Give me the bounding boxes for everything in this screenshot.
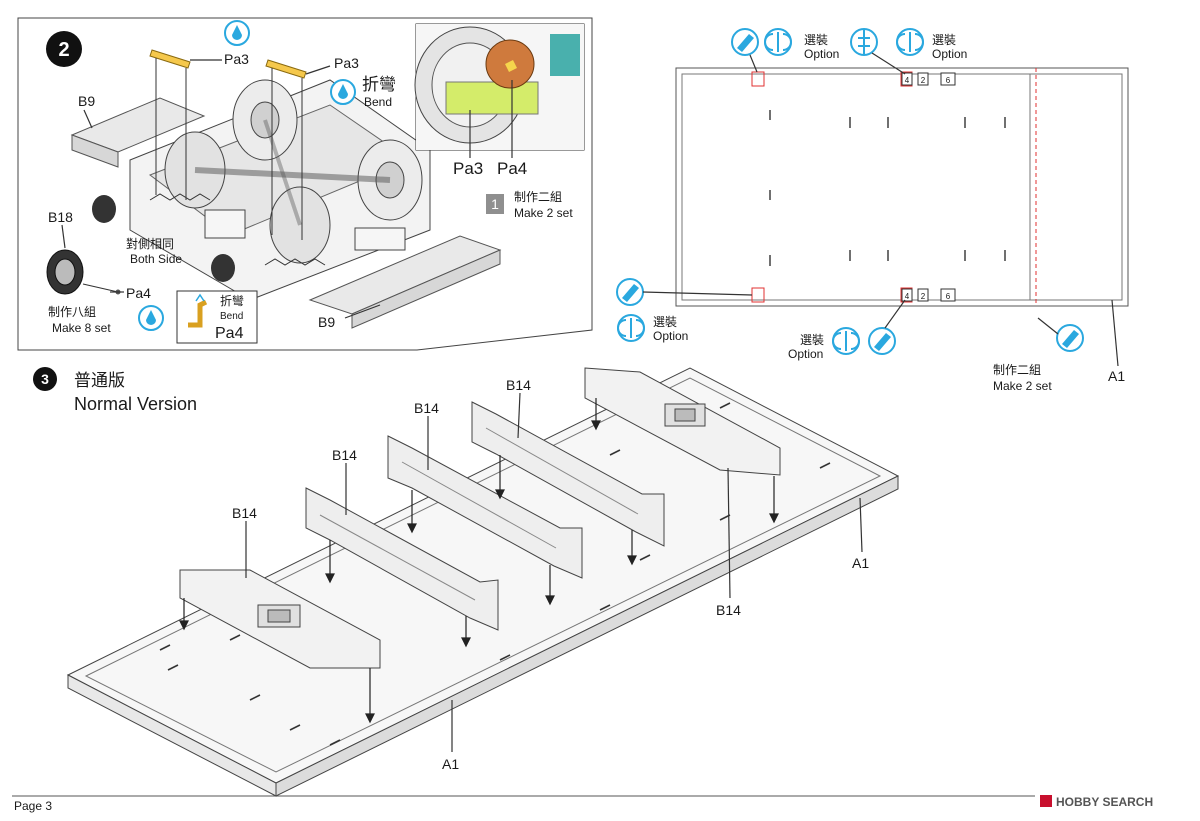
- label-b14-4: B14: [506, 377, 531, 393]
- page-number: Page 3: [14, 799, 52, 813]
- b14-beam-1: [305, 487, 499, 631]
- bogie-assembly: [70, 79, 502, 329]
- label-a1-plan: A1: [1108, 368, 1125, 384]
- label-b14-1: B14: [232, 505, 257, 521]
- option-2-en: Option: [932, 47, 967, 61]
- axle-cap-lower: [211, 254, 235, 282]
- axle-cap-upper: [92, 195, 116, 223]
- label-pa3-left: Pa3: [224, 51, 249, 67]
- svg-text:3: 3: [41, 371, 49, 387]
- label-pa3-detail: Pa3: [453, 159, 483, 178]
- b18-disc: [46, 249, 121, 295]
- label-pa4-side: Pa4: [126, 285, 151, 301]
- bolster-left: [179, 569, 381, 669]
- watermark-logo-icon: [1040, 795, 1052, 807]
- option-1-en: Option: [804, 47, 839, 61]
- svg-text:2: 2: [58, 39, 69, 61]
- step2-panel: 2: [17, 17, 593, 351]
- label-b9-bottom: B9: [318, 314, 335, 330]
- mark-top-3: 6: [946, 76, 951, 85]
- make2-marker-number: 1: [491, 196, 499, 212]
- label-a1-right: A1: [852, 555, 869, 571]
- floor-make2-en: Make 2 set: [993, 379, 1052, 393]
- bend-box: 折彎 Bend Pa4: [176, 290, 258, 344]
- bend-box-cn: 折彎: [220, 293, 244, 308]
- mark-top-1: 4: [905, 76, 910, 85]
- label-b18: B18: [48, 209, 73, 225]
- both-side-cn: 對側相同: [126, 237, 174, 251]
- mark-bottom-3: 6: [946, 292, 951, 301]
- label-b14-3: B14: [414, 400, 439, 416]
- a1-floor: [66, 367, 900, 797]
- label-b14-2: B14: [332, 447, 357, 463]
- bend-cn: 折彎: [362, 75, 396, 94]
- step2-make2-en: Make 2 set: [514, 206, 573, 220]
- cut-icon: [896, 28, 924, 56]
- option-3-en: Option: [653, 329, 688, 343]
- bend-en: Bend: [364, 95, 392, 109]
- floor-make2-cn: 制作二組: [993, 363, 1041, 377]
- make8-cn: 制作八組: [48, 305, 96, 319]
- bend-box-part: Pa4: [215, 325, 244, 342]
- paint-icon: [616, 278, 644, 306]
- glue-icon: [330, 79, 356, 105]
- step3-title-cn: 普通版: [74, 371, 125, 390]
- step3: 3 普通版 Normal Version: [33, 367, 900, 797]
- cut-icon: [617, 314, 645, 342]
- step2-number-badge: 2: [46, 31, 82, 67]
- bolster-right: [584, 367, 781, 476]
- watermark-text: HOBBY SEARCH: [1056, 795, 1153, 809]
- drill-icon: [850, 28, 878, 56]
- make2-marker: [486, 194, 504, 214]
- floor-plan: 4 2 6 4 2 6 選裝 Option 選裝: [616, 28, 1129, 393]
- label-pa3-right: Pa3: [334, 55, 359, 71]
- paint-icon: [731, 28, 759, 56]
- paint-icon: [1056, 324, 1084, 352]
- step2-make2-cn: 制作二組: [514, 190, 562, 204]
- cut-icon: [832, 327, 860, 355]
- mark-bottom-1: 4: [905, 292, 910, 301]
- label-b9-top: B9: [78, 93, 95, 109]
- watermark: HOBBY SEARCH: [1040, 795, 1153, 809]
- label-a1-bottom: A1: [442, 756, 459, 772]
- step3-number-badge: 3: [33, 367, 57, 391]
- both-side-en: Both Side: [130, 252, 182, 266]
- glue-icon: [138, 305, 164, 331]
- glue-icon: [224, 20, 250, 46]
- pa3-part-left: [149, 49, 191, 200]
- bend-box-en: Bend: [220, 311, 243, 322]
- option-1-cn: 選裝: [804, 33, 828, 47]
- step3-title-en: Normal Version: [74, 394, 197, 414]
- option-3-cn: 選裝: [653, 315, 677, 329]
- label-pa4-detail: Pa4: [497, 159, 527, 178]
- pa3-part-right: [265, 59, 307, 240]
- detail-inset: [414, 23, 585, 158]
- option-4-cn: 選裝: [800, 333, 824, 347]
- b14-beam-2: [387, 435, 583, 579]
- cut-icon: [764, 28, 792, 56]
- b14-beam-3: [471, 401, 665, 547]
- mark-bottom-2: 2: [921, 292, 926, 301]
- paint-icon: [868, 327, 896, 355]
- option-4-en: Option: [788, 347, 823, 361]
- option-2-cn: 選裝: [932, 33, 956, 47]
- make8-en: Make 8 set: [52, 321, 111, 335]
- label-b14-5: B14: [716, 602, 741, 618]
- mark-top-2: 2: [921, 76, 926, 85]
